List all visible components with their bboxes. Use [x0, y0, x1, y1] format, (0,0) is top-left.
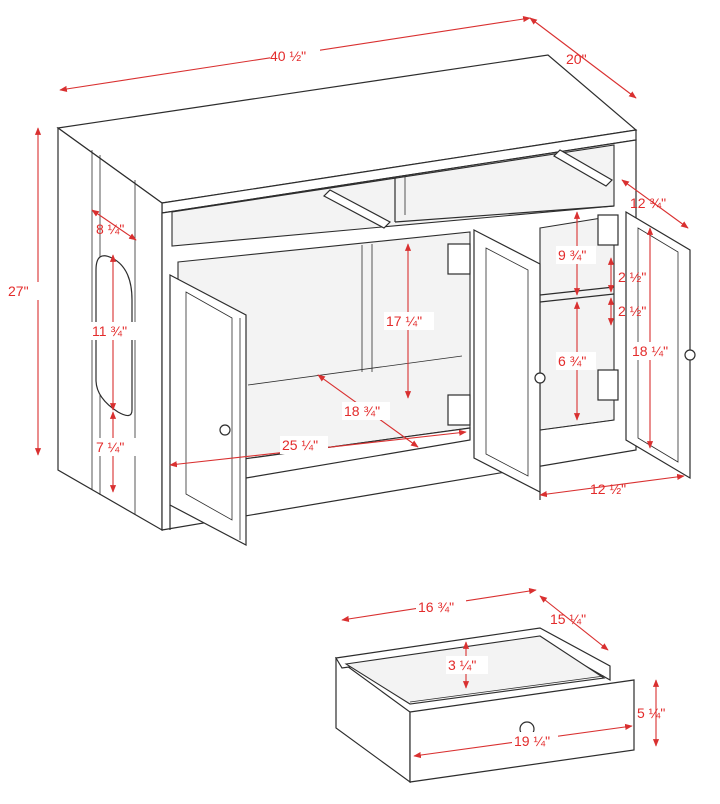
label-right-door-height: 18 ¼" — [632, 343, 668, 359]
label-cabinet-height: 27" — [8, 283, 29, 299]
left-door — [169, 274, 247, 546]
dim-line-side-top — [91, 209, 137, 241]
drawer-slide — [323, 189, 391, 229]
hinge-icon — [447, 243, 471, 275]
label-cabinet-width: 40 ½" — [270, 48, 306, 64]
label-side-bottom-offset: 7 ¼" — [96, 439, 124, 455]
right-door-knob — [684, 349, 696, 361]
label-right-bottom-shelf: 6 ¾" — [558, 353, 586, 369]
dim-line-right-width — [539, 473, 685, 498]
label-left-interior-width: 25 ¼" — [282, 437, 318, 453]
label-drawer-depth: 15 ¼" — [550, 611, 586, 627]
center-door-knob — [534, 372, 546, 384]
dim-line-drawer-depth — [539, 595, 609, 651]
label-side-opening-height: 11 ¾" — [92, 323, 127, 339]
center-door — [473, 229, 541, 493]
label-right-top-spacing: 2 ½" — [618, 269, 646, 285]
label-left-interior-depth: 18 ¾" — [344, 403, 380, 419]
hinge-icon — [597, 369, 619, 401]
label-right-bottom-spacing: 2 ½" — [618, 303, 646, 319]
label-right-top-shelf: 9 ¾" — [558, 247, 586, 263]
label-right-interior-depth: 12 ¾" — [630, 195, 666, 211]
left-door-knob — [219, 424, 231, 436]
label-side-top-offset: 8 ¼" — [96, 221, 124, 237]
label-drawer-front-height: 5 ¼" — [637, 705, 665, 721]
dim-line-right-depth — [621, 179, 689, 229]
label-cabinet-depth: 20" — [566, 51, 587, 67]
label-drawer-inner-height: 3 ¼" — [448, 657, 476, 673]
label-drawer-width: 16 ¾" — [418, 599, 454, 615]
hinge-icon — [597, 214, 619, 246]
drawer-drawing — [335, 627, 635, 784]
label-drawer-front-width: 19 ¼" — [514, 733, 550, 749]
cabinet-drawing — [56, 54, 696, 546]
label-right-interior-width: 12 ½" — [590, 481, 626, 497]
hinge-icon — [447, 394, 471, 426]
dim-line-depth — [529, 17, 637, 99]
label-left-interior-height: 17 ¼" — [386, 313, 422, 329]
drawer-slide — [553, 149, 613, 187]
dimension-labels: 40 ½" 20" 27" 8 ¼" 11 ¾" 7 ¼" 17 ¼" 18 ¾… — [6, 46, 672, 750]
